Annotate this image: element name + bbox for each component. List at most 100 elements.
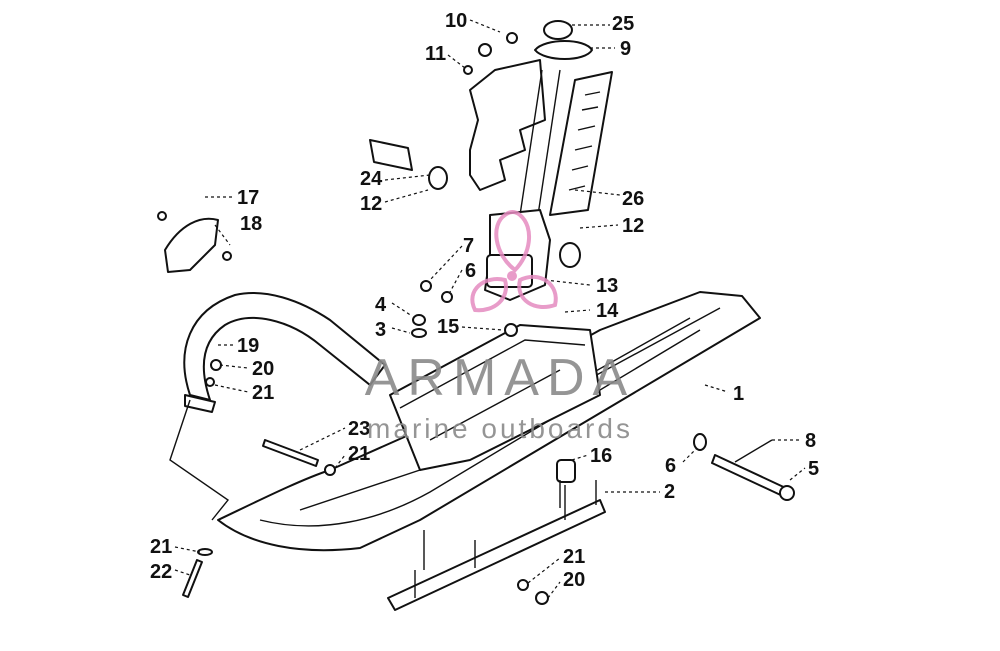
callout-20-bottom: 20	[563, 569, 585, 591]
bumper-block	[556, 459, 576, 483]
leader-6a	[449, 269, 463, 293]
washer-3	[411, 328, 427, 338]
callout-19: 19	[237, 335, 259, 357]
watermark-tagline: marine outboards	[367, 413, 633, 444]
leader-21c	[174, 546, 201, 553]
leader-10	[469, 19, 501, 33]
ski-handle-tip	[184, 394, 216, 413]
watermark-brand: ARMADA	[365, 349, 635, 407]
washer-10	[478, 43, 492, 57]
callout-17: 17	[237, 187, 259, 209]
callout-15: 15	[437, 316, 459, 338]
bushing-15	[504, 323, 518, 337]
leader-7	[429, 245, 463, 281]
leader-11	[447, 54, 466, 69]
callout-1: 1	[733, 383, 744, 405]
wear-bar	[387, 499, 606, 611]
lever-rivet	[157, 211, 167, 221]
callout-14: 14	[596, 300, 619, 322]
bolt-22	[182, 559, 203, 598]
bolt-23	[262, 439, 319, 467]
lever-bracket	[164, 217, 219, 273]
leader-12b	[579, 224, 619, 229]
nut-11	[463, 65, 473, 75]
top-washer	[534, 40, 593, 60]
leader-23	[299, 427, 346, 451]
leader-13	[544, 279, 591, 286]
logo-propeller-left	[470, 277, 508, 313]
washer-21-low	[197, 548, 213, 556]
decal-strip	[549, 71, 613, 216]
washer-7	[420, 280, 432, 292]
callout-16: 16	[590, 445, 612, 467]
ski-handle-loop	[183, 292, 386, 401]
leader-3	[391, 327, 411, 334]
leader-14	[564, 309, 591, 313]
watermark: ARMADA marine outboards	[365, 210, 635, 444]
bracket-pad	[486, 254, 533, 288]
bolt-5-head	[779, 485, 795, 501]
pivot-pin	[369, 139, 413, 171]
callout-26: 26	[622, 188, 644, 210]
saddle-inner	[429, 369, 561, 441]
leader-21b	[334, 454, 346, 469]
washer-21-bottom	[517, 579, 529, 591]
leader-16	[571, 454, 589, 461]
leader-6b	[682, 447, 698, 463]
lever-nut	[222, 251, 232, 261]
watermark-logo	[470, 210, 558, 313]
callout-5: 5	[808, 458, 819, 480]
logo-propeller-right	[517, 274, 558, 309]
pin-8	[734, 439, 773, 463]
spindle-shaft-2	[537, 69, 561, 216]
spindle-shaft	[519, 69, 543, 216]
ski-assembly-drawing	[157, 20, 795, 611]
callout-21-bottom: 21	[563, 546, 585, 568]
callout-11: 11	[425, 43, 446, 65]
callout-23: 23	[348, 418, 370, 440]
nut-20-handle	[210, 359, 222, 371]
guide-line-1	[169, 399, 230, 521]
washer-6b	[693, 433, 707, 451]
callout-4: 4	[375, 294, 387, 316]
callout-6-lower: 6	[665, 455, 676, 477]
leader-22	[174, 569, 191, 576]
callout-9: 9	[620, 38, 631, 60]
leader-12a	[384, 189, 429, 203]
callout-13: 13	[596, 275, 618, 297]
spindle-housing	[469, 59, 546, 191]
callout-6-upper: 6	[465, 260, 476, 282]
bolt-5	[711, 454, 791, 499]
callout-10: 10	[445, 10, 467, 32]
callout-21-low: 21	[150, 536, 172, 558]
callout-25: 25	[612, 13, 634, 35]
leader-20b	[547, 581, 561, 599]
callout-2: 2	[664, 481, 675, 503]
callout-22: 22	[150, 561, 172, 583]
callout-18: 18	[240, 213, 262, 235]
callout-12-right: 12	[622, 215, 644, 237]
washer-6	[441, 291, 453, 303]
bushing-left	[428, 166, 448, 190]
nut-4	[412, 314, 426, 326]
callout-21-handle: 21	[252, 382, 274, 404]
leader-lines	[174, 19, 806, 599]
callout-12-left: 12	[360, 193, 382, 215]
leader-26	[574, 189, 621, 196]
logo-hub	[507, 271, 517, 281]
logo-propeller-top	[494, 210, 532, 273]
cap-plug	[543, 20, 573, 40]
saddle-edge	[399, 339, 586, 409]
callout-24: 24	[360, 168, 383, 190]
callout-7: 7	[463, 235, 474, 257]
leader-15	[461, 326, 504, 331]
bushing-right	[559, 242, 581, 268]
leader-20a	[219, 364, 249, 369]
callout-labels: 1 2 3 4 5 6 6 7 8 9 10 11 12 12 13 14 15…	[150, 10, 819, 591]
leader-1	[704, 384, 729, 393]
leader-24	[384, 174, 431, 181]
callout-21-mid: 21	[348, 443, 370, 465]
nut-20-bottom	[535, 591, 549, 605]
leader-4	[391, 302, 413, 317]
